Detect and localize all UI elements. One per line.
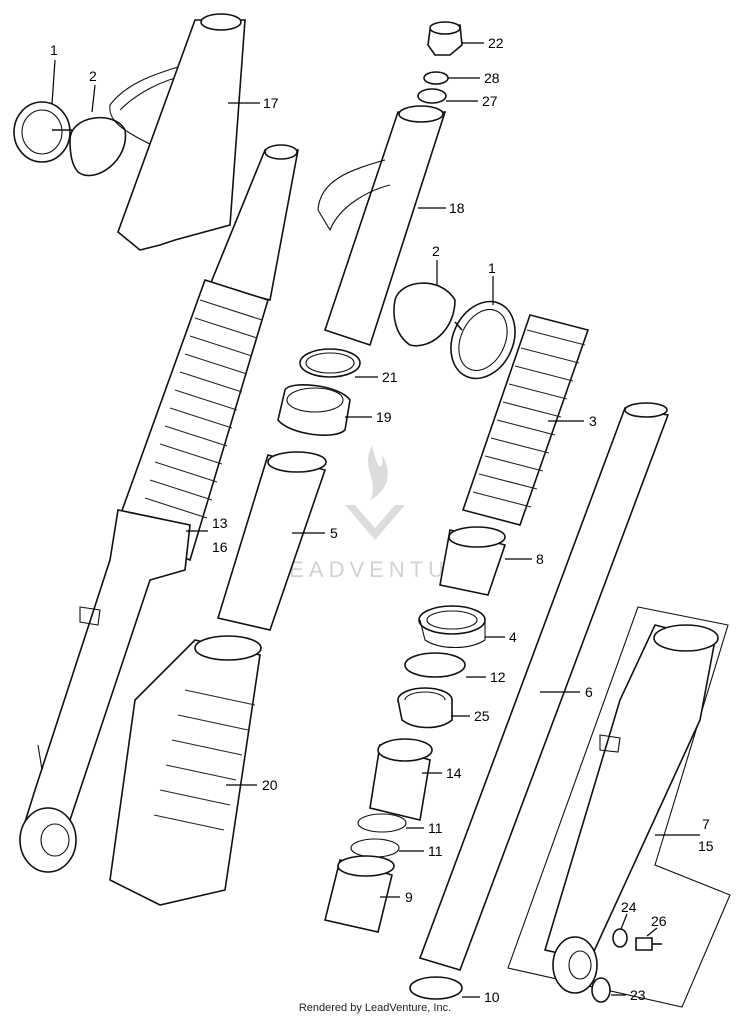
bottom-case-left: [18, 509, 191, 873]
snap-ring-11-lower: [350, 838, 400, 858]
callout-22: 22: [488, 35, 504, 51]
reflector-base-2-left: [69, 116, 127, 177]
guide-tube-5: [216, 451, 327, 631]
callout-3: 3: [589, 413, 597, 429]
callout-23: 23: [630, 987, 646, 1003]
callout-2-right: 2: [432, 243, 440, 259]
piston-4: [418, 605, 486, 648]
callout-5: 5: [330, 525, 338, 541]
seal-25: [397, 687, 453, 729]
washer-24: [612, 928, 628, 948]
callout-28: 28: [484, 70, 500, 86]
callout-15: 15: [698, 838, 714, 854]
reflector-1-right: [450, 300, 516, 380]
washer-10: [409, 976, 463, 1000]
callout-7: 7: [702, 816, 710, 832]
callout-14: 14: [446, 765, 462, 781]
snap-ring-11-upper: [357, 813, 407, 833]
watermark-logo: [345, 445, 405, 540]
dust-boot-20: [109, 635, 262, 906]
bottom-case-assembly-frame: [507, 606, 731, 1008]
fork-seal-21: [299, 348, 361, 378]
washer-23: [591, 977, 611, 1003]
callout-25: 25: [474, 708, 490, 724]
fork-spring-3: [461, 314, 590, 526]
bolt-26: [635, 937, 662, 951]
callout-2-left: 2: [89, 68, 97, 84]
fork-cap-bolt-22: [427, 21, 463, 56]
callout-17: 17: [263, 95, 279, 111]
reflector-base-2-right: [393, 282, 456, 347]
oil-seal-19: [277, 384, 351, 436]
footer-credit: Rendered by LeadVenture, Inc.: [298, 1002, 452, 1014]
callout-18: 18: [449, 200, 465, 216]
spring-cover-left: [113, 279, 269, 562]
callout-1-left: 1: [50, 42, 58, 58]
callout-12: 12: [490, 669, 506, 685]
callout-11-upper: 11: [428, 820, 443, 836]
callout-4: 4: [509, 629, 517, 645]
callout-21: 21: [382, 369, 398, 385]
callout-26: 26: [651, 913, 667, 929]
reflector-1-left: [13, 101, 72, 163]
callout-20: 20: [262, 777, 278, 793]
callout-19: 19: [376, 409, 392, 425]
washer-27: [417, 88, 447, 104]
fork-cover-17: [117, 13, 246, 251]
bushing-9: [324, 855, 395, 933]
leader-lines: [51, 42, 700, 998]
o-ring-28: [423, 71, 449, 85]
inner-tube-6: [418, 402, 670, 971]
callout-24: 24: [621, 899, 637, 915]
callout-16: 16: [212, 539, 228, 555]
fork-tube-upper-left: [208, 144, 299, 301]
callout-8: 8: [536, 551, 544, 567]
callout-9: 9: [405, 889, 413, 905]
bushing-14: [369, 738, 433, 821]
callout-11-lower: 11: [428, 843, 443, 859]
spacer-8: [439, 526, 507, 596]
fork-cover-18: [317, 105, 447, 347]
callout-27: 27: [482, 93, 498, 109]
callout-13: 13: [212, 515, 228, 531]
callout-1-right: 1: [488, 260, 496, 276]
callout-10: 10: [484, 989, 500, 1005]
bottom-case-right: [543, 624, 719, 994]
circlip-12: [404, 652, 466, 678]
callout-6: 6: [585, 684, 593, 700]
